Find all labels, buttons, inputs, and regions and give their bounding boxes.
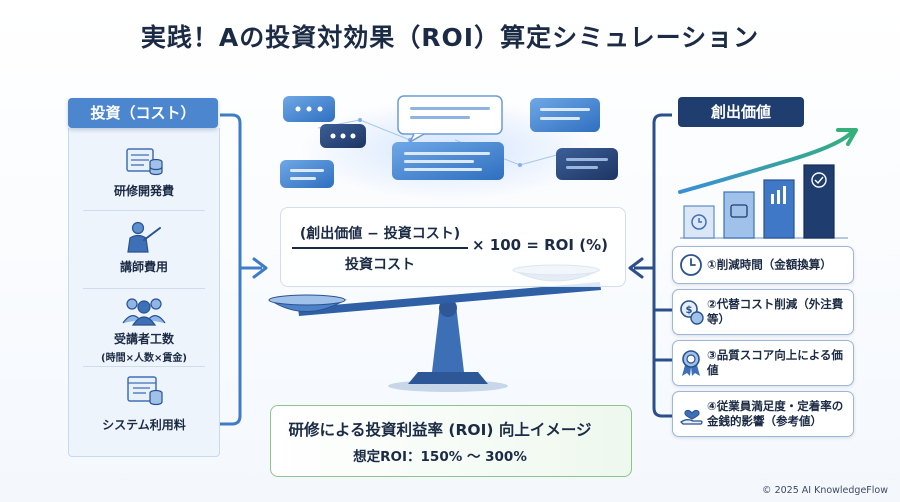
system-window-icon [127,376,163,406]
value-item-text: ①削減時間（金額換算） [707,257,832,272]
divider [83,210,205,211]
roi-result-box [270,405,632,477]
divider [83,288,205,289]
cost-item-system-fee: システム利用料 [69,374,219,433]
formula-numerator: (創出価値 − 投資コスト) [299,226,461,242]
coins-icon: $ [680,300,704,325]
cost-item-learner-hours: 受講者工数 (時間×人数×賃金) [69,296,219,364]
presenter-icon [127,221,161,253]
chat-bubbles-illustration [280,95,618,200]
copyright: © 2025 AI KnowledgeFlow [762,485,888,496]
value-item-quality: ③品質スコア向上による価値 [672,340,854,386]
formula-fraction-line [292,247,468,249]
value-header: 創出価値 [678,97,804,127]
left-connector [220,113,268,426]
value-item-employee-satisfaction: ④従業員満足度・定着率の金銭的影響（参考値） [672,391,854,437]
formula-result: × 100 = ROI (%) [472,236,608,254]
people-group-icon [122,298,166,326]
value-item-text: ③品質スコア向上による価値 [707,348,843,377]
cost-item-label: システム利用料 [102,418,186,432]
clock-icon [680,254,702,276]
divider [83,366,205,367]
right-connector [628,113,672,418]
result-subtitle: 想定ROI：150% 〜 300% [353,449,527,465]
hand-heart-icon [679,410,703,425]
value-item-text: ④従業員満足度・定着率の金銭的影響（参考値） [707,399,844,428]
value-item-text: ②代替コスト削減（外注費等） [707,297,844,326]
investment-panel: 研修開発費 講師費用 受講者工数 (時間×人数×賃金) [68,128,220,457]
formula-denominator: 投資コスト [345,257,415,273]
cost-item-sublabel: (時間×人数×賃金) [101,353,187,364]
balance-scale-illustration [268,264,601,392]
cost-item-label: 講師費用 [119,260,168,274]
cost-item-label: 受講者工数 [113,332,174,346]
server-document-icon [126,148,163,176]
svg-text:$: $ [686,305,693,316]
growth-bar-chart-illustration [678,128,858,239]
cost-item-development: 研修開発費 [69,146,219,199]
value-item-time-savings: ①削減時間（金額換算） [672,246,854,284]
page-title: 実践！Aの投資対効果（ROI）算定シミュレーション [140,23,760,52]
cost-item-label: 研修開発費 [113,184,174,198]
investment-header: 投資（コスト） [68,98,218,128]
result-title: 研修による投資利益率 (ROI) 向上イメージ [288,421,592,439]
cost-item-instructor: 講師費用 [69,220,219,275]
award-ribbon-icon [682,350,700,376]
value-item-cost-replacement: $ ②代替コスト削減（外注費等） [672,289,854,335]
